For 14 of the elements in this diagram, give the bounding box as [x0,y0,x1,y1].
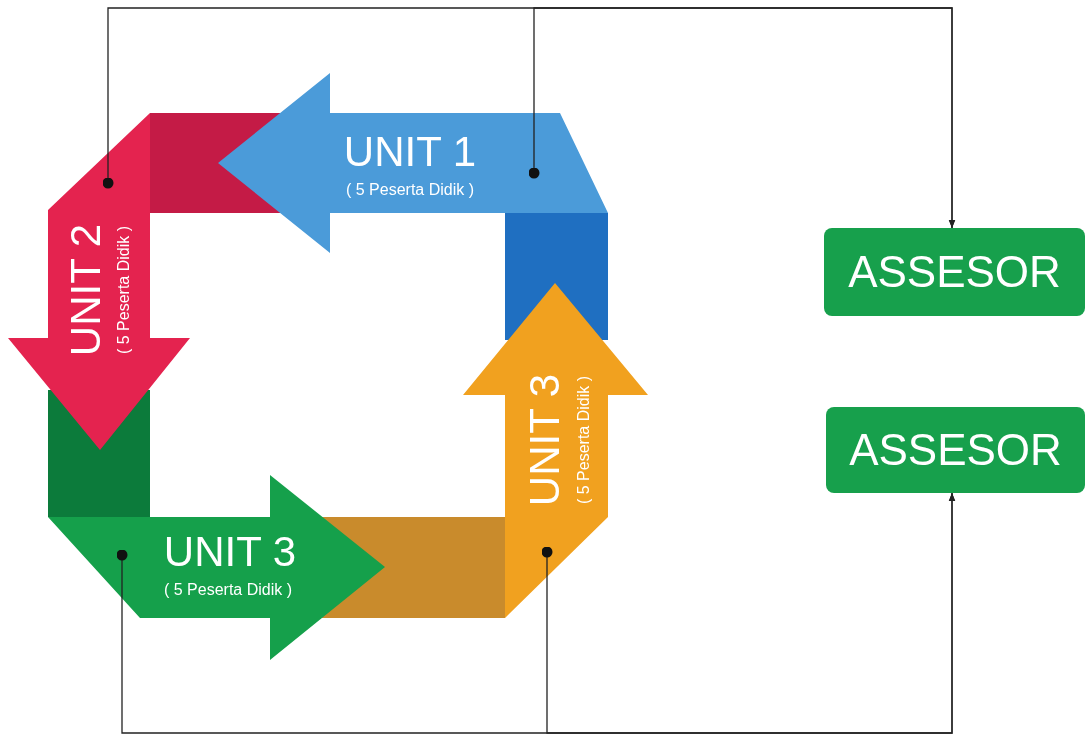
unit-title: UNIT 1 [343,131,477,173]
box-label: ASSESOR [849,428,1062,472]
unit-subtitle: ( 5 Peserta Didik ) [576,376,592,504]
box-label: ASSESOR [848,250,1061,294]
assessor-box [826,407,1085,493]
assessor-box [824,228,1085,316]
connector-arrow [541,492,956,734]
connector-arrow [102,7,956,229]
unit-subtitle: ( 5 Peserta Didik ) [116,226,132,354]
unit-title: UNIT 2 [65,223,107,357]
unit-subtitle: ( 5 Peserta Didik ) [164,582,292,598]
unit-subtitle: ( 5 Peserta Didik ) [346,182,474,198]
unit-title: UNIT 3 [524,373,566,507]
unit-title: UNIT 3 [163,531,297,573]
